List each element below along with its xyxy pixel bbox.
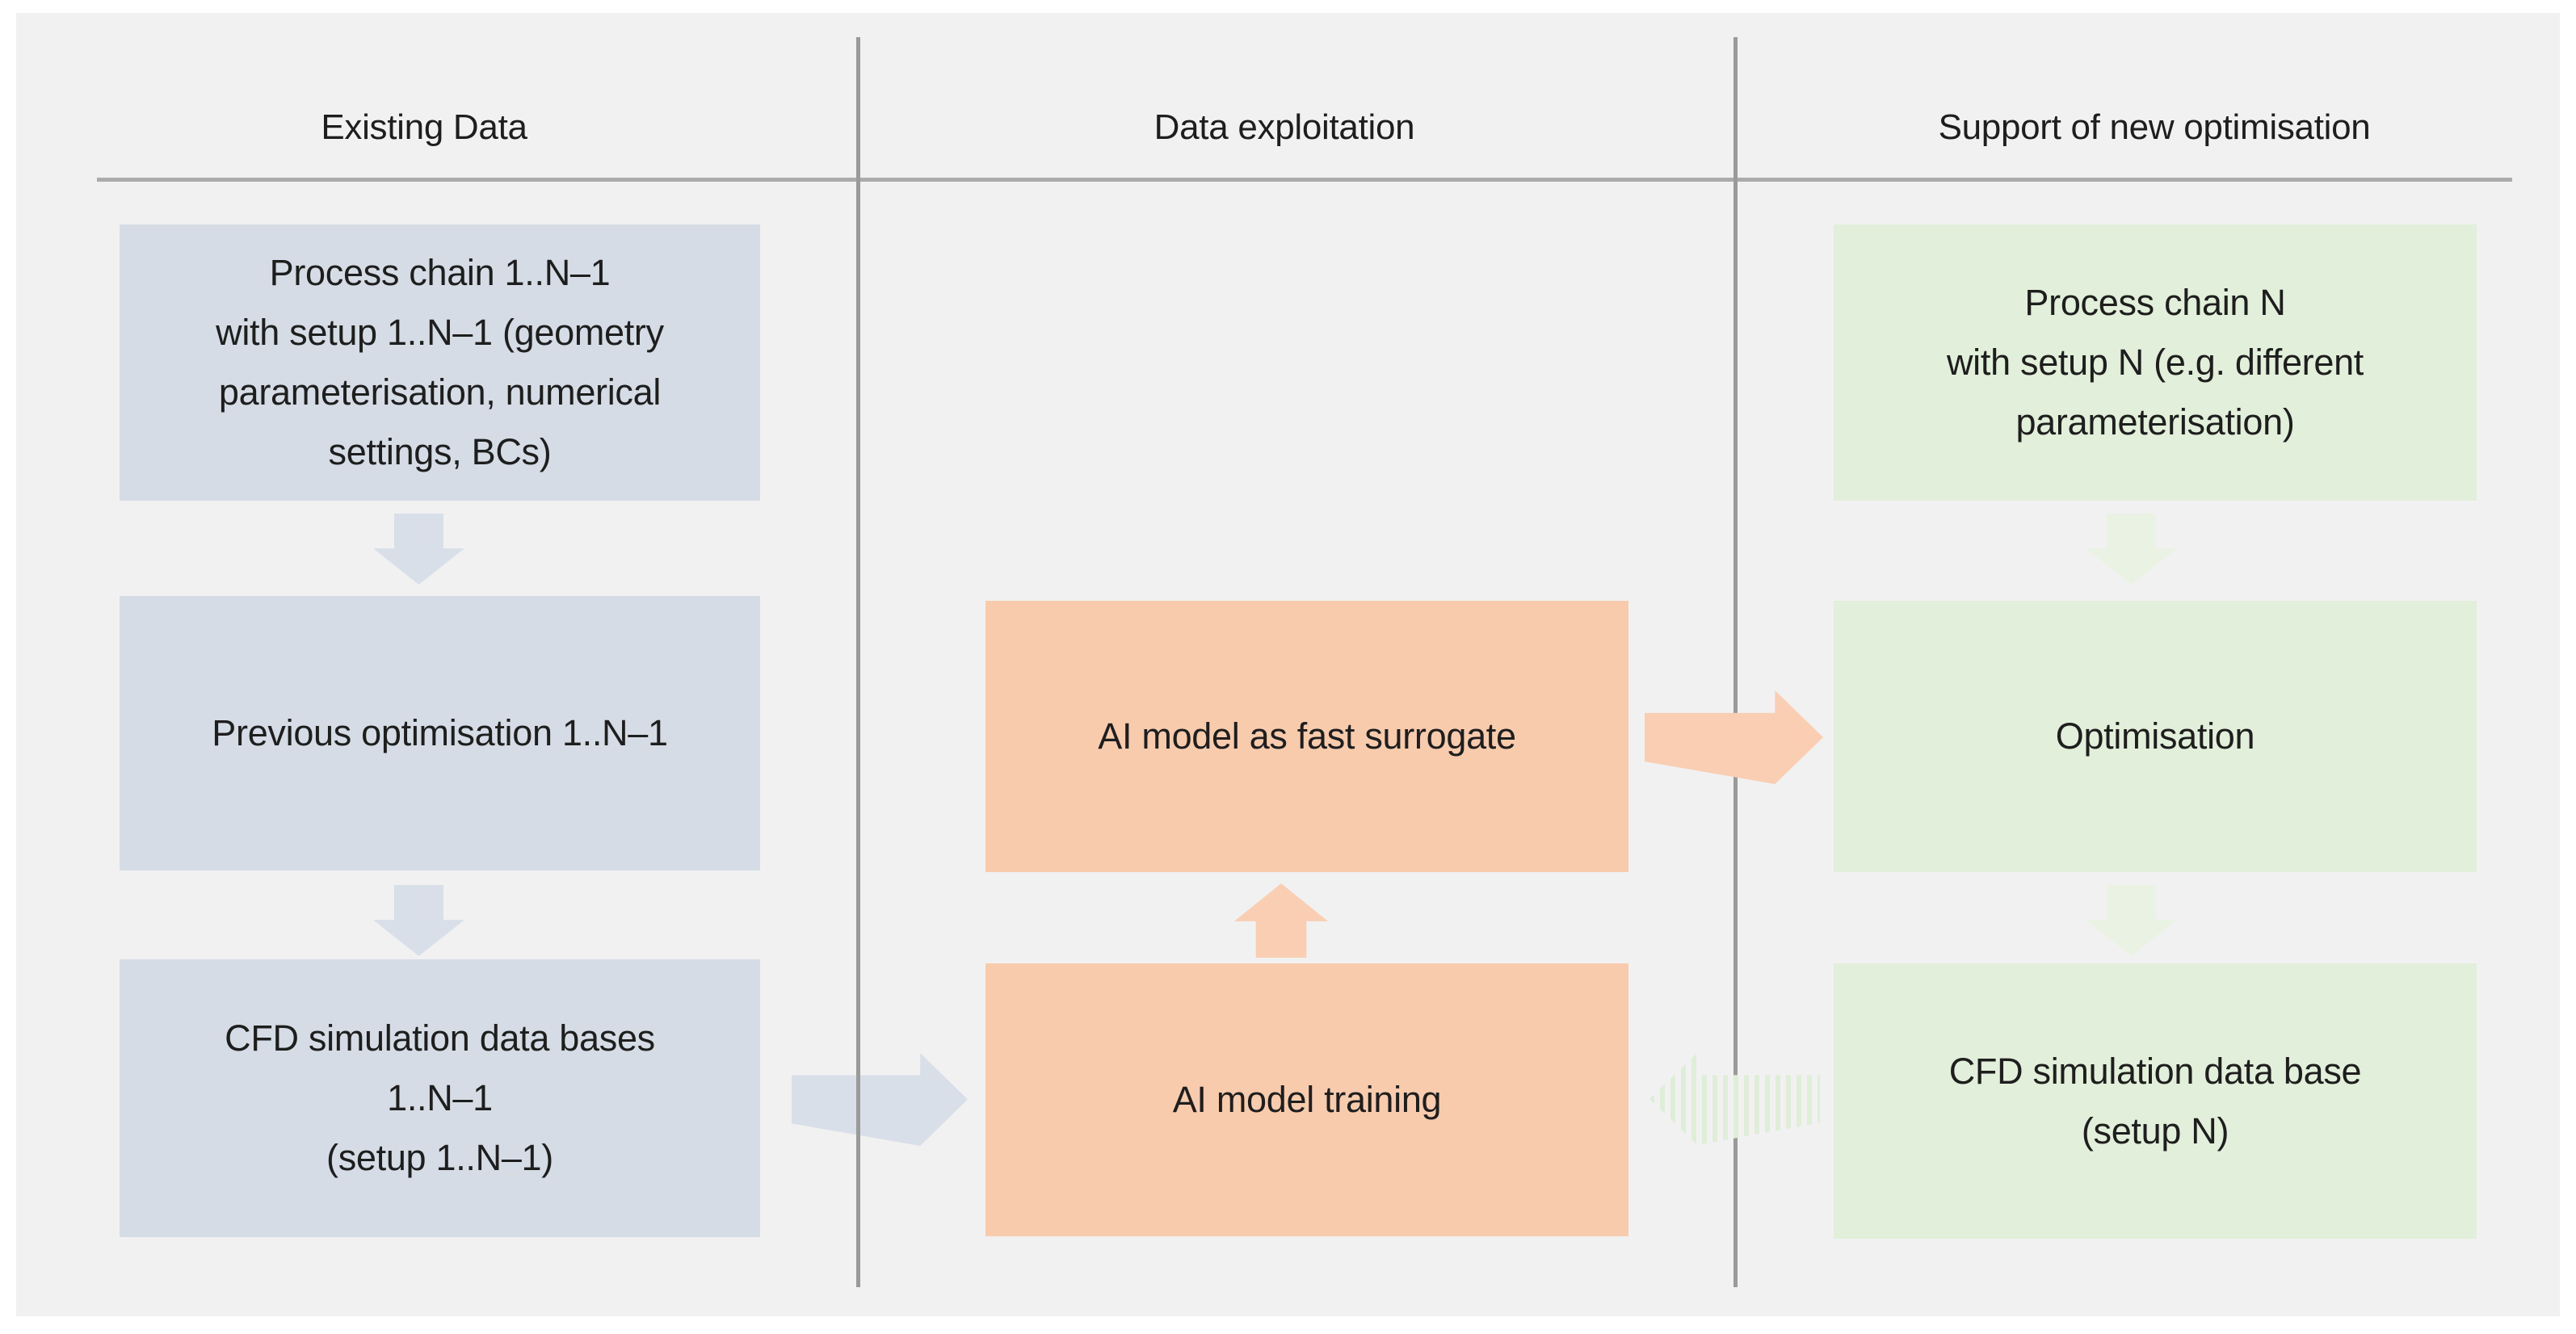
box-cfd-database-n: CFD simulation data base (setup N) [1834, 963, 2477, 1239]
box-process-chain-n: Process chain N with setup N (e.g. diffe… [1834, 224, 2477, 501]
down-arrow-icon [373, 885, 464, 956]
diagram-canvas: Existing Data Data exploitation Support … [16, 13, 2560, 1316]
down-arrow-icon [2086, 885, 2177, 956]
right-arrow-icon [792, 1053, 968, 1146]
box-previous-optimisation: Previous optimisation 1..N–1 [120, 596, 760, 870]
header-underline [97, 178, 2512, 182]
column-divider-left [856, 37, 860, 1287]
up-arrow-icon [1234, 883, 1328, 958]
box-process-chain-prev: Process chain 1..N–1 with setup 1..N–1 (… [120, 224, 760, 501]
box-cfd-databases-prev: CFD simulation data bases 1..N–1 (setup … [120, 959, 760, 1237]
box-ai-training: AI model training [985, 963, 1628, 1236]
down-arrow-icon [2086, 514, 2177, 585]
down-arrow-icon [373, 514, 464, 585]
box-optimisation: Optimisation [1834, 601, 2477, 872]
box-ai-surrogate: AI model as fast surrogate [985, 601, 1628, 872]
column-header-data-exploitation: Data exploitation [1154, 107, 1415, 147]
column-header-support-new-optimisation: Support of new optimisation [1938, 107, 2371, 147]
column-divider-right [1733, 37, 1738, 1287]
column-header-existing-data: Existing Data [321, 107, 527, 147]
